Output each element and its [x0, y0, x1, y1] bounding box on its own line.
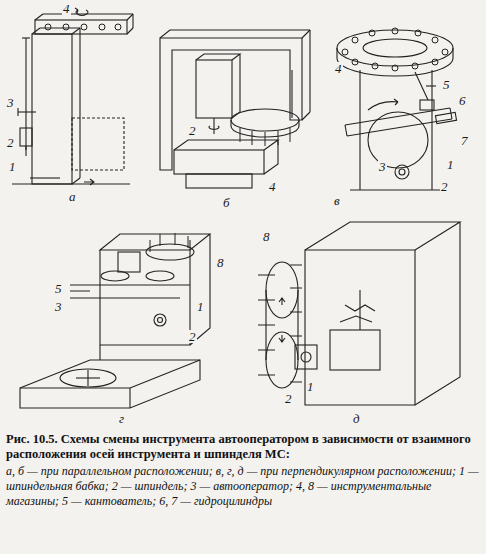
callout-number: 5	[442, 78, 451, 91]
callout-number: 3	[6, 96, 15, 109]
callout-number: 3	[54, 300, 63, 313]
caption-explanation: а, б — при параллельном расположении; в,…	[6, 464, 480, 509]
figure-caption: Рис. 10.5. Схемы смены инструмента автоо…	[6, 432, 480, 462]
callout-number: 1	[8, 160, 17, 173]
panel-letter: д	[352, 412, 361, 425]
callout-number: 1	[306, 380, 315, 393]
callout-number: 5	[54, 282, 63, 295]
callout-number: 2	[188, 330, 197, 343]
panel-a	[12, 8, 133, 185]
panel-c	[337, 28, 457, 190]
panel-d	[20, 233, 210, 408]
callout-number: 1	[446, 158, 455, 171]
panel-letter: в	[333, 194, 341, 207]
callout-number: 2	[440, 180, 449, 193]
callout-number: 8	[262, 230, 271, 243]
panel-b	[160, 30, 310, 188]
callout-number: 1	[196, 300, 205, 313]
panel-letter: а	[68, 190, 77, 203]
panel-e	[258, 222, 460, 405]
callout-number: 8	[216, 256, 225, 269]
callout-number: 2	[188, 124, 197, 137]
panel-letter: г	[118, 412, 125, 425]
callout-number: 6	[458, 94, 467, 107]
callout-number: 7	[460, 134, 469, 147]
callout-number: 4	[62, 2, 71, 15]
callout-number: 3	[378, 160, 387, 173]
callout-number: 4	[334, 62, 343, 75]
callout-number: 2	[6, 136, 15, 149]
panel-letter: б	[222, 196, 231, 209]
callout-number: 2	[284, 392, 293, 405]
callout-number: 4	[268, 180, 277, 193]
